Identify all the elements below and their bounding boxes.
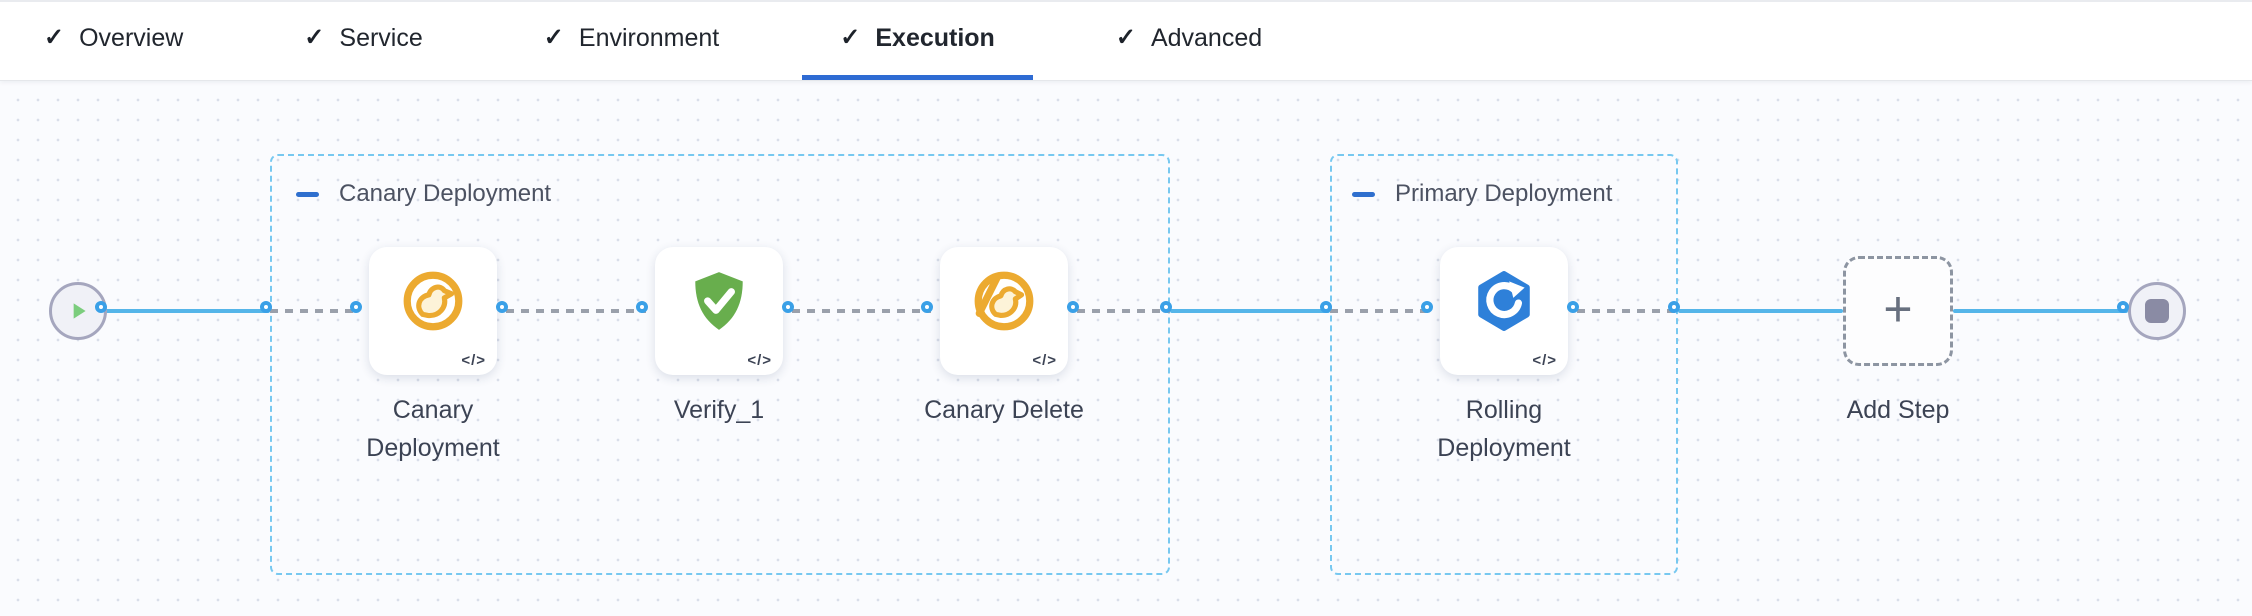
tab-label: Service (339, 24, 423, 52)
port-canary-step-out[interactable] (496, 301, 508, 313)
tab-advanced[interactable]: ✓ Advanced (1078, 2, 1300, 80)
port-primary-group-out[interactable] (1668, 301, 1680, 313)
tab-environment[interactable]: ✓ Environment (506, 2, 757, 80)
connector-start-to-canary-group (105, 309, 270, 313)
step-card-verify-1[interactable]: </> (655, 247, 783, 375)
group-primary-deployment (1330, 154, 1678, 575)
port-canary-delete-out[interactable] (1067, 301, 1079, 313)
port-start-out[interactable] (95, 301, 107, 313)
stop-icon (2145, 299, 2169, 323)
step-label-verify-1: Verify_1 (673, 396, 765, 424)
check-icon: ✓ (304, 24, 325, 51)
canary-icon (403, 271, 463, 331)
add-step-label: Add Step (1846, 396, 1950, 424)
step-label-canary-deployment: Canary Deployment (366, 396, 500, 462)
check-icon: ✓ (840, 24, 861, 51)
yaml-code-icon: </> (1032, 352, 1057, 369)
plus-icon: + (1883, 281, 1913, 337)
tab-label: Execution (875, 24, 995, 52)
connector-canary-to-verify (506, 309, 646, 313)
group-label: Primary Deployment (1395, 180, 1613, 207)
connector-primary-to-add-step (1678, 309, 1843, 313)
port-rolling-out[interactable] (1567, 301, 1579, 313)
group-primary-deployment-header: Primary Deployment (1352, 180, 1612, 208)
check-icon: ✓ (543, 24, 564, 51)
step-card-canary-delete[interactable]: </> (940, 247, 1068, 375)
tab-service[interactable]: ✓ Service (266, 2, 460, 80)
connector-verify-to-canary-delete (792, 309, 931, 313)
port-end-in[interactable] (2117, 301, 2129, 313)
step-label-canary-delete: Canary Delete (924, 396, 1084, 424)
check-icon: ✓ (44, 24, 65, 51)
tab-label: Advanced (1150, 24, 1263, 52)
tab-label: Overview (79, 24, 184, 52)
port-canary-step-in[interactable] (350, 301, 362, 313)
connector-group-to-canary-step (270, 309, 360, 313)
rolling-deployment-icon (1478, 271, 1530, 331)
tab-overview[interactable]: ✓ Overview (6, 2, 221, 80)
port-verify-out[interactable] (782, 301, 794, 313)
execution-graph-canvas[interactable]: Canary Deployment Primary Deployment </>… (0, 84, 2252, 616)
port-primary-group-in[interactable] (1320, 301, 1332, 313)
verify-shield-icon (695, 272, 743, 330)
pipeline-end-node[interactable] (2128, 282, 2186, 340)
connector-rolling-to-group-edge (1577, 309, 1678, 313)
step-label-rolling-deployment: Rolling Deployment (1437, 396, 1571, 462)
port-rolling-in[interactable] (1421, 301, 1433, 313)
check-icon: ✓ (1115, 24, 1136, 51)
step-card-canary-deployment[interactable]: </> (369, 247, 497, 375)
port-canary-group-in[interactable] (260, 301, 272, 313)
connector-add-step-to-end (1953, 309, 2128, 313)
yaml-code-icon: </> (1532, 352, 1557, 369)
tab-label: Environment (578, 24, 720, 52)
connector-group-to-rolling-step (1330, 309, 1431, 313)
connector-canary-delete-to-group-edge (1077, 309, 1170, 313)
collapse-minus-icon[interactable] (296, 191, 319, 197)
connector-canary-to-primary-group (1170, 309, 1330, 313)
group-label: Canary Deployment (339, 180, 552, 207)
yaml-code-icon: </> (461, 352, 486, 369)
add-step-button[interactable]: + (1843, 256, 1953, 366)
play-icon (73, 303, 86, 319)
collapse-minus-icon[interactable] (1352, 191, 1375, 197)
port-verify-in[interactable] (636, 301, 648, 313)
canary-delete-icon (974, 271, 1034, 331)
port-canary-delete-in[interactable] (921, 301, 933, 313)
yaml-code-icon: </> (747, 352, 772, 369)
group-canary-deployment (270, 154, 1170, 575)
stage-config-tabbar: ✓ Overview ✓ Service ✓ Environment ✓ Exe… (0, 0, 2252, 81)
step-card-rolling-deployment[interactable]: </> (1440, 247, 1568, 375)
tab-execution[interactable]: ✓ Execution (802, 2, 1033, 80)
port-canary-group-out[interactable] (1160, 301, 1172, 313)
group-canary-deployment-header: Canary Deployment (296, 180, 551, 208)
